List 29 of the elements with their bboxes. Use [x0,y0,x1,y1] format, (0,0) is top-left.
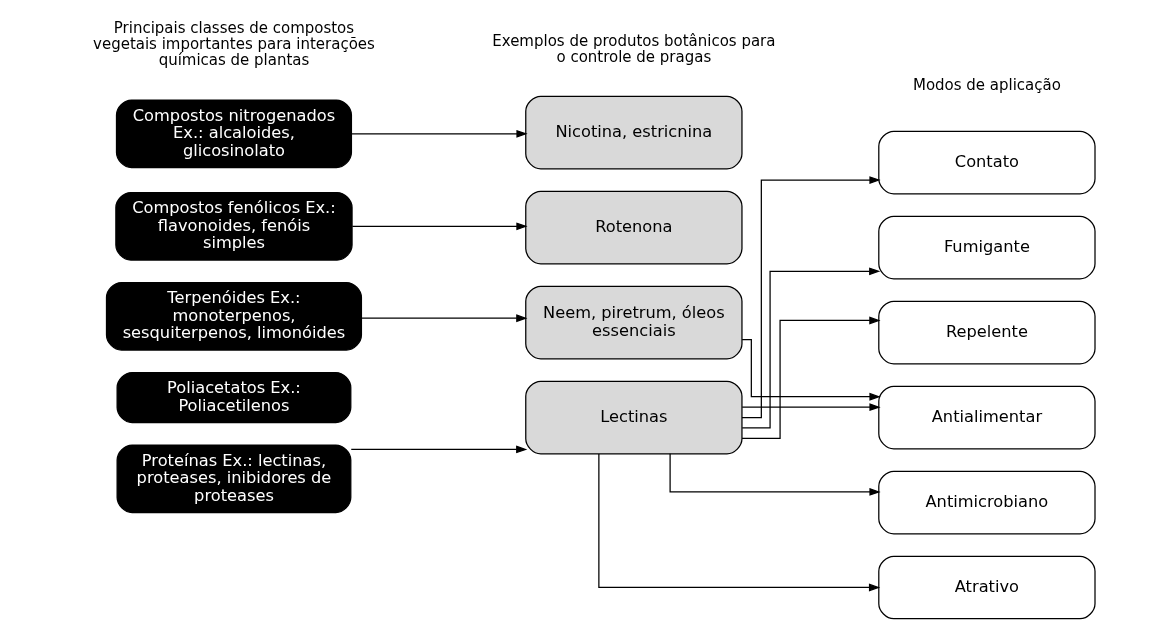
node-box: Contato [877,130,1096,195]
arrow [350,445,527,454]
arrow [597,453,880,592]
label: Principais classes de compostos vegetais importantes para interações químicas de plantas [92,18,375,70]
label: Exemplos de produtos botânicos para o controle de pragas [491,31,775,67]
node-box: Rotenona [524,190,743,265]
node-box: Antialimentar [877,385,1096,450]
node-box: Poliacetatos Ex.: Poliacetilenos [116,371,351,424]
arrow [351,222,528,231]
arrow [350,129,528,138]
label: Modos de aplicação [912,76,1061,95]
node-box: Nicotina, estricnina [524,95,743,170]
node-box: Repelente [877,300,1096,365]
arrow [740,176,881,419]
arrow [741,339,881,401]
arrow [740,316,881,439]
node-box: Proteínas Ex.: lectinas, proteases, inibidores de proteases [116,444,351,514]
node-box: Antimicrobiano [877,470,1096,535]
node-box: Compostos nitrogenados Ex.: alcaloides, glicosinolato [115,99,352,169]
node-box: Lectinas [524,380,743,455]
node-box: Atrativo [877,555,1096,620]
node-box: Fumigante [877,215,1096,280]
arrow [741,403,881,412]
arrow [668,453,881,496]
arrow [741,267,880,429]
node-box: Terpenóides Ex.: monoterpenos, sesquiterpenos, limonóides [105,281,362,351]
node-box: Neem, piretrum, óleos essenciais [524,285,743,360]
arrow [360,314,527,323]
node-box: Compostos fenólicos Ex.: flavonoides, fenóis simples [114,191,353,261]
